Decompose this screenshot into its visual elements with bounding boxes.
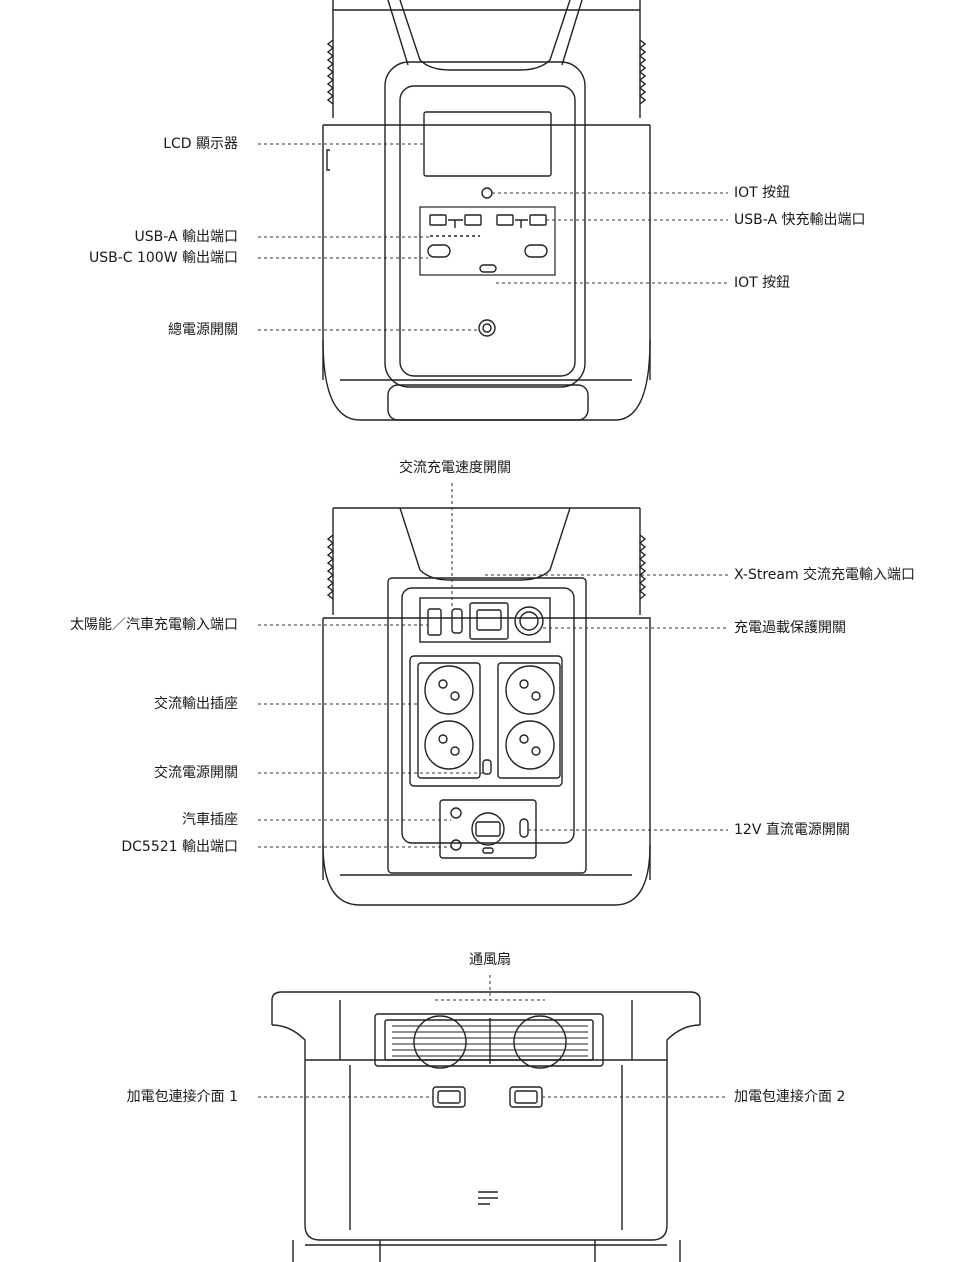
fan-label: 通風扇 [469,952,511,968]
back-view-device [322,507,651,906]
battery-port-2-label: 加電包連接介面 2 [734,1089,846,1105]
usb-c-output-label: USB-C 100W 輸出端口 [88,250,238,266]
solar-car-input-label: 太陽能／汽車充電輸入端口 [70,617,238,633]
iot-button-label-top: IOT 按鈕 [734,185,791,201]
overload-protection-switch-label: 充電過載保護開關 [734,620,846,636]
iot-button-label-bottom: IOT 按鈕 [734,275,791,291]
x-stream-ac-input-label: X-Stream 交流充電輸入端口 [734,567,916,583]
lcd-display-label: LCD 顯示器 [163,136,238,152]
battery-port-1-label: 加電包連接介面 1 [126,1089,238,1105]
ac-outlet-label: 交流輸出插座 [154,696,238,712]
ac-power-switch-label: 交流電源開關 [154,765,238,781]
front-view-device [322,0,651,421]
usb-a-fast-charge-label: USB-A 快充輸出端口 [734,212,866,228]
ac-charge-speed-switch-label: 交流充電速度開關 [399,460,511,476]
leader-lines [258,143,728,1098]
main-power-switch-label: 總電源開關 [168,322,238,338]
dc5521-output-label: DC5521 輸出端口 [121,839,238,855]
usb-a-output-label: USB-A 輸出端口 [134,229,238,245]
dc-12v-switch-label: 12V 直流電源開關 [734,822,850,838]
side-view-device [271,991,701,1262]
car-socket-label: 汽車插座 [182,812,238,828]
